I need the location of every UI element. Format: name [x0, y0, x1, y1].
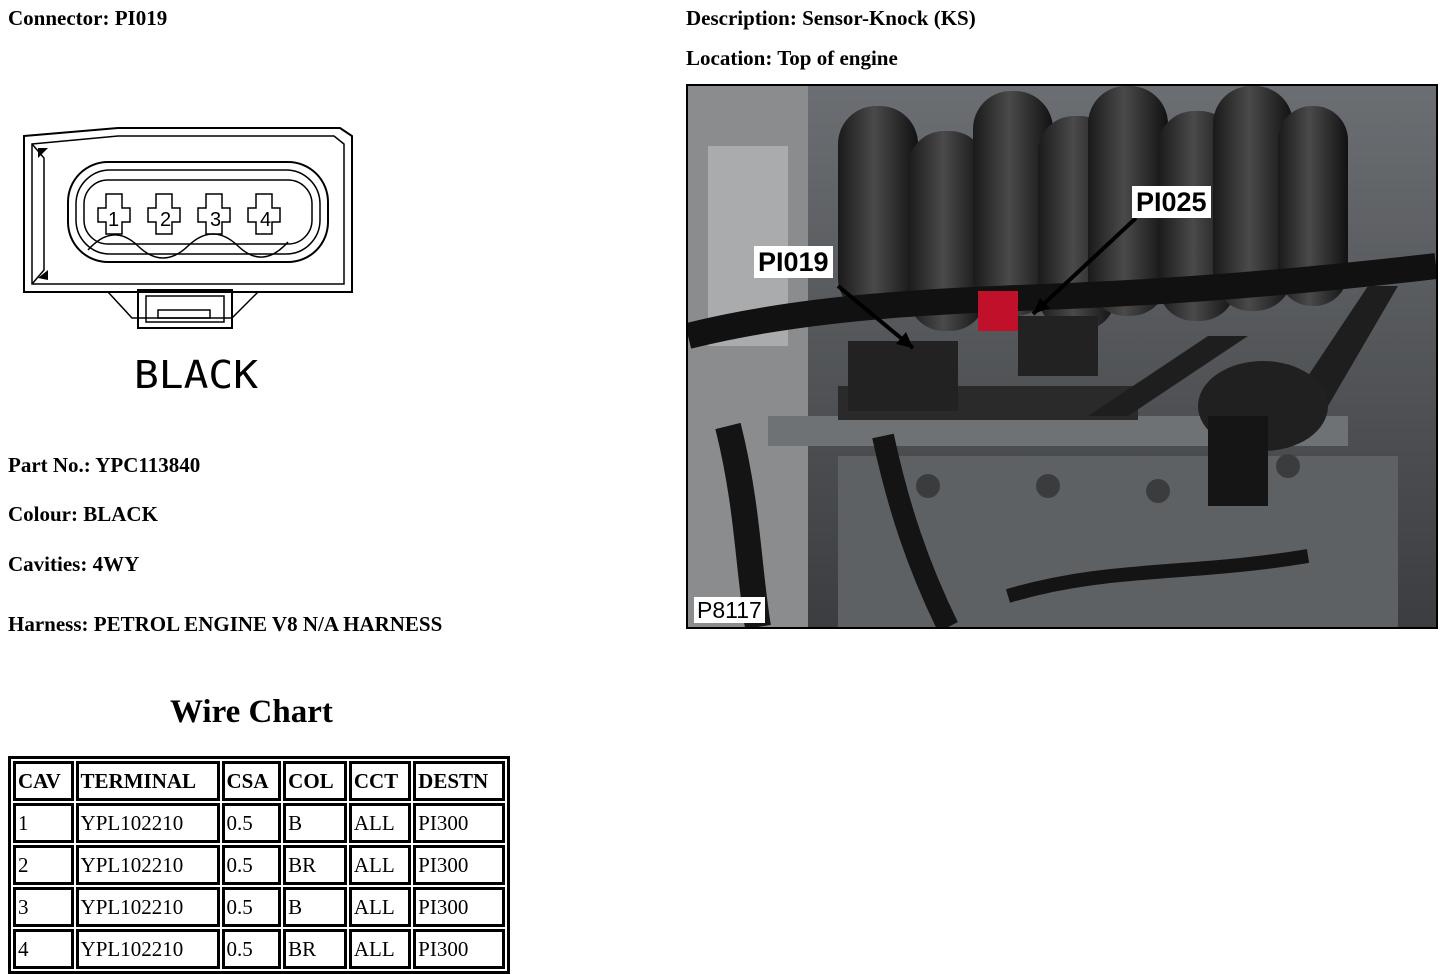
- cell-csa: 0.5: [221, 887, 282, 927]
- cell-col: BR: [283, 845, 347, 885]
- cell-csa: 0.5: [221, 803, 282, 843]
- description: Description: Sensor-Knock (KS): [686, 6, 976, 30]
- pin-2: 2: [160, 209, 171, 231]
- column-header: DESTN: [413, 761, 505, 801]
- cell-cav: 2: [13, 845, 74, 885]
- cell-cav: 3: [13, 887, 74, 927]
- table-header-row: CAV TERMINAL CSA COL CCT DESTN: [13, 761, 505, 801]
- cell-destn: PI300: [413, 803, 505, 843]
- connector-diagram: 1 2 3 4 BLACK: [23, 127, 353, 397]
- cell-cct: ALL: [348, 845, 412, 885]
- column-header: TERMINAL: [75, 761, 220, 801]
- pin-1: 1: [108, 209, 119, 231]
- colour: Colour: BLACK: [8, 502, 158, 526]
- cell-terminal: YPL102210: [75, 887, 220, 927]
- column-header: CAV: [13, 761, 74, 801]
- cell-destn: PI300: [413, 845, 505, 885]
- wire-chart-title: Wire Chart: [170, 694, 333, 730]
- cell-csa: 0.5: [221, 929, 282, 969]
- cell-cct: ALL: [348, 803, 412, 843]
- cell-col: BR: [283, 929, 347, 969]
- cell-cav: 4: [13, 929, 74, 969]
- cell-csa: 0.5: [221, 845, 282, 885]
- cavities: Cavities: 4WY: [8, 552, 140, 576]
- column-header: CCT: [348, 761, 412, 801]
- cell-destn: PI300: [413, 887, 505, 927]
- wire-chart-table: CAV TERMINAL CSA COL CCT DESTN 1 YPL1022…: [8, 756, 510, 974]
- pin-4: 4: [260, 209, 271, 231]
- location: Location: Top of engine: [686, 46, 898, 70]
- colour-label: BLACK: [134, 353, 258, 397]
- cell-terminal: YPL102210: [75, 929, 220, 969]
- column-header: COL: [283, 761, 347, 801]
- engine-photo: PI019 PI025 P8117: [686, 84, 1438, 629]
- table-row: 4 YPL102210 0.5 BR ALL PI300: [13, 929, 505, 969]
- connector-label: Connector: PI019: [8, 6, 168, 30]
- cell-terminal: YPL102210: [75, 803, 220, 843]
- cell-cav: 1: [13, 803, 74, 843]
- pin-3: 3: [210, 209, 221, 231]
- cell-destn: PI300: [413, 929, 505, 969]
- photo-id-label: P8117: [694, 597, 765, 623]
- callout-pi019: PI019: [754, 246, 833, 278]
- cell-terminal: YPL102210: [75, 845, 220, 885]
- table-row: 1 YPL102210 0.5 B ALL PI300: [13, 803, 505, 843]
- harness: Harness: PETROL ENGINE V8 N/A HARNESS: [8, 612, 443, 636]
- cell-cct: ALL: [348, 887, 412, 927]
- cell-col: B: [283, 803, 347, 843]
- cell-col: B: [283, 887, 347, 927]
- engine-photo-illustration: [688, 86, 1436, 627]
- table-row: 2 YPL102210 0.5 BR ALL PI300: [13, 845, 505, 885]
- table-row: 3 YPL102210 0.5 B ALL PI300: [13, 887, 505, 927]
- callout-pi025: PI025: [1132, 186, 1211, 218]
- column-header: CSA: [221, 761, 282, 801]
- cell-cct: ALL: [348, 929, 412, 969]
- part-number: Part No.: YPC113840: [8, 453, 201, 477]
